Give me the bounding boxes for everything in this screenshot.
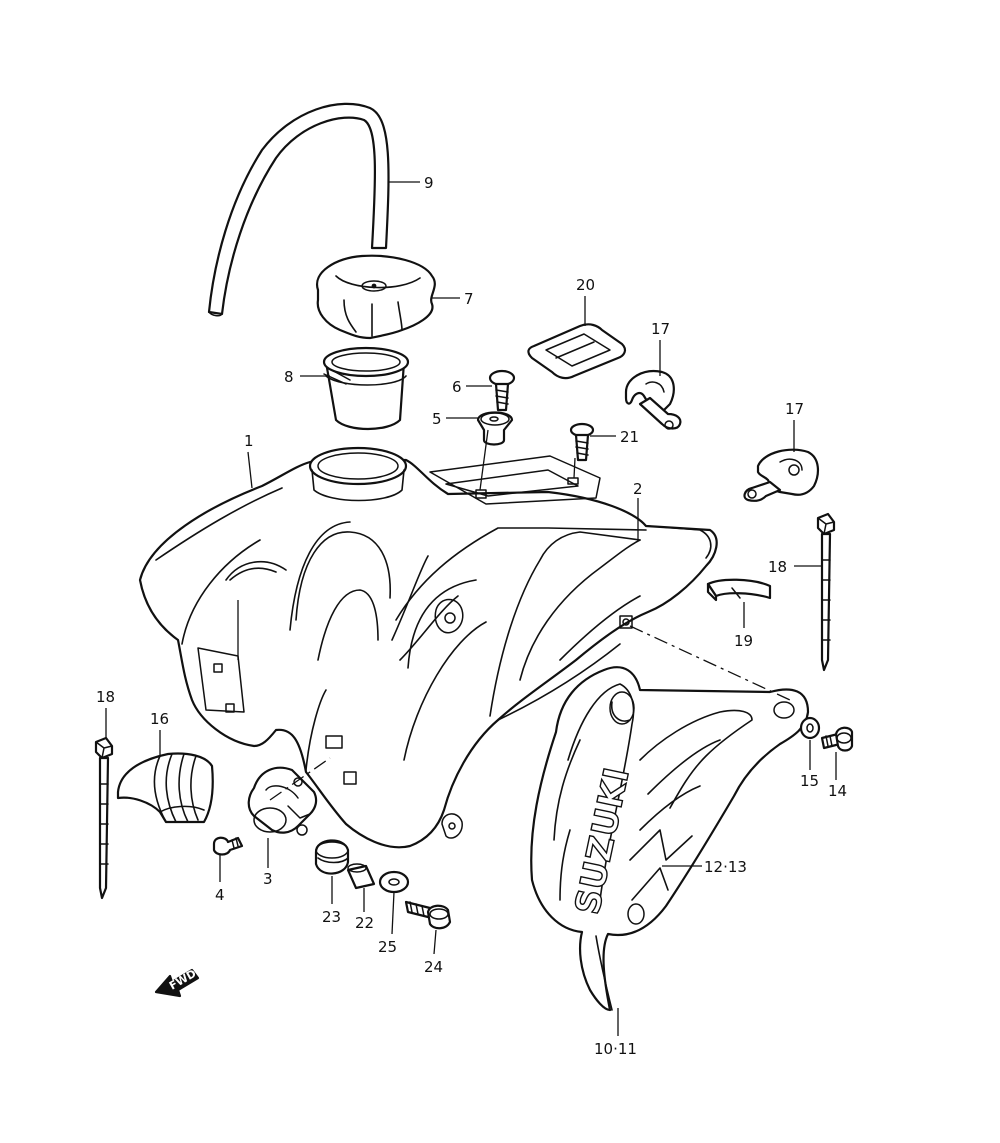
callout-21: 21 xyxy=(620,428,639,446)
bolt-part-24 xyxy=(404,900,452,930)
fuel-cap-part-7 xyxy=(315,254,436,340)
callout-25: 25 xyxy=(378,938,397,956)
fwd-direction-arrow: FWD xyxy=(154,967,200,998)
callout-9: 9 xyxy=(424,174,434,192)
cable-tie-part-18-left xyxy=(94,736,114,900)
fuel-cock-part-3 xyxy=(247,766,318,836)
cushion-part-5 xyxy=(476,411,514,446)
tank-panel-part-2 xyxy=(647,525,712,559)
screw-part-21 xyxy=(569,422,595,462)
callout-19: 19 xyxy=(734,632,753,650)
callout-10-11: 10·11 xyxy=(594,1040,637,1058)
fwd-label: FWD xyxy=(167,967,198,993)
callout-5: 5 xyxy=(432,410,442,428)
bolt-part-14 xyxy=(820,726,854,752)
rubber-cover-part-16 xyxy=(116,752,214,824)
callout-24: 24 xyxy=(424,958,443,976)
pad-part-19 xyxy=(706,578,772,602)
callout-12-13: 12·13 xyxy=(704,858,747,876)
callout-6: 6 xyxy=(452,378,462,396)
callout-3: 3 xyxy=(263,870,273,888)
callout-1: 1 xyxy=(244,432,254,450)
collar-part-22 xyxy=(346,863,376,890)
callout-17-lower: 17 xyxy=(785,400,804,418)
callout-15: 15 xyxy=(800,772,819,790)
screw-part-6 xyxy=(488,369,516,412)
callout-2: 2 xyxy=(633,480,643,498)
callout-4: 4 xyxy=(215,886,225,904)
callout-7: 7 xyxy=(464,290,474,308)
callout-8: 8 xyxy=(284,368,294,386)
callout-20: 20 xyxy=(576,276,595,294)
breather-hose-part-9 xyxy=(207,102,390,317)
callout-23: 23 xyxy=(322,908,341,926)
callout-16: 16 xyxy=(150,710,169,728)
clamp-part-17-upper xyxy=(624,370,682,430)
strap-part-20 xyxy=(527,323,627,380)
callout-18-right: 18 xyxy=(768,558,787,576)
callout-14: 14 xyxy=(828,782,847,800)
fuel-tank-part-1 xyxy=(138,446,718,849)
callout-labels: 9 7 8 6 5 21 20 17 17 1 2 18 19 18 16 3 … xyxy=(96,174,847,1058)
cable-tie-part-18-right xyxy=(816,512,836,672)
callout-22: 22 xyxy=(355,914,374,932)
washer-part-25 xyxy=(378,870,410,894)
screw-part-4 xyxy=(212,836,244,856)
filler-neck-part-8 xyxy=(322,346,410,430)
tank-shroud-part-10-11 xyxy=(530,666,810,1012)
washer-part-15 xyxy=(799,716,821,740)
grommet-part-23 xyxy=(314,839,350,875)
leader-lines xyxy=(105,181,837,1036)
callout-17-upper: 17 xyxy=(651,320,670,338)
clamp-part-17-lower xyxy=(743,448,820,502)
assembly-lines xyxy=(237,429,791,801)
callout-18-left: 18 xyxy=(96,688,115,706)
